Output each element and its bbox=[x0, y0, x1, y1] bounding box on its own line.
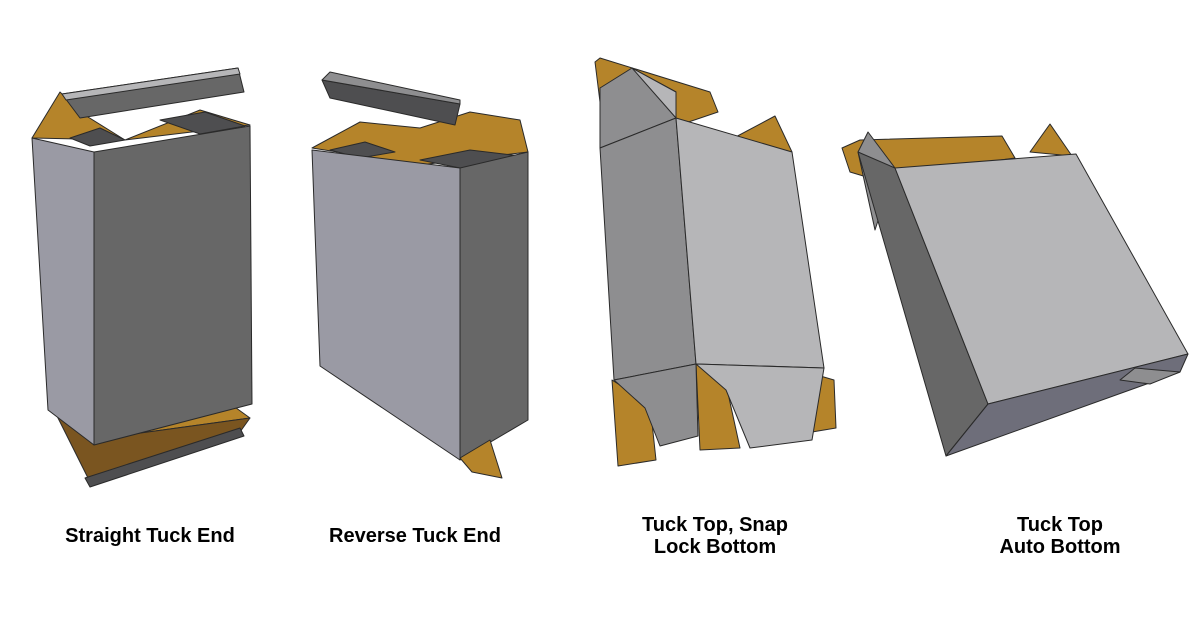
auto-bottom-inner bbox=[1119, 367, 1181, 385]
straight-tuck-end-box bbox=[31, 67, 253, 488]
side-face bbox=[93, 125, 253, 446]
caption-line: Tuck Top, Snap bbox=[642, 514, 788, 536]
top-inner-panel-right bbox=[159, 111, 246, 135]
tuck-top-snap-lock-bottom-box bbox=[594, 57, 837, 467]
caption-line: Tuck Top bbox=[1017, 514, 1103, 536]
caption-line: Lock Bottom bbox=[653, 536, 777, 558]
bottom-snap-panel-left bbox=[613, 363, 699, 447]
top-inner-panel-left bbox=[69, 127, 126, 147]
side-face bbox=[459, 151, 529, 461]
reverse-tuck-end-box bbox=[311, 71, 529, 479]
caption-reverse-tuck-end: Reverse Tuck End bbox=[305, 525, 525, 547]
front-face bbox=[311, 149, 461, 461]
top-tuck-lid-edge bbox=[321, 71, 461, 105]
front-face bbox=[31, 137, 95, 446]
front-panel bbox=[675, 117, 825, 369]
caption-line: Reverse Tuck End bbox=[329, 525, 501, 547]
back-flap-right bbox=[1029, 123, 1073, 157]
bottom-tuck-flap bbox=[459, 439, 503, 479]
caption-tuck-top-auto-bottom: Tuck Top Auto Bottom bbox=[950, 514, 1170, 558]
top-tuck-lid-edge bbox=[61, 67, 241, 101]
bottom-snap-panel-right bbox=[695, 363, 825, 449]
tuck-top-auto-bottom-box bbox=[841, 123, 1189, 457]
top-wedge-right bbox=[631, 67, 677, 119]
bottom-tuck-strip bbox=[84, 427, 245, 488]
caption-tuck-top-snap-lock-bottom: Tuck Top, Snap Lock Bottom bbox=[600, 514, 830, 558]
caption-line: Auto Bottom bbox=[999, 536, 1121, 558]
caption-straight-tuck-end: Straight Tuck End bbox=[40, 525, 260, 547]
caption-line: Straight Tuck End bbox=[65, 525, 235, 547]
